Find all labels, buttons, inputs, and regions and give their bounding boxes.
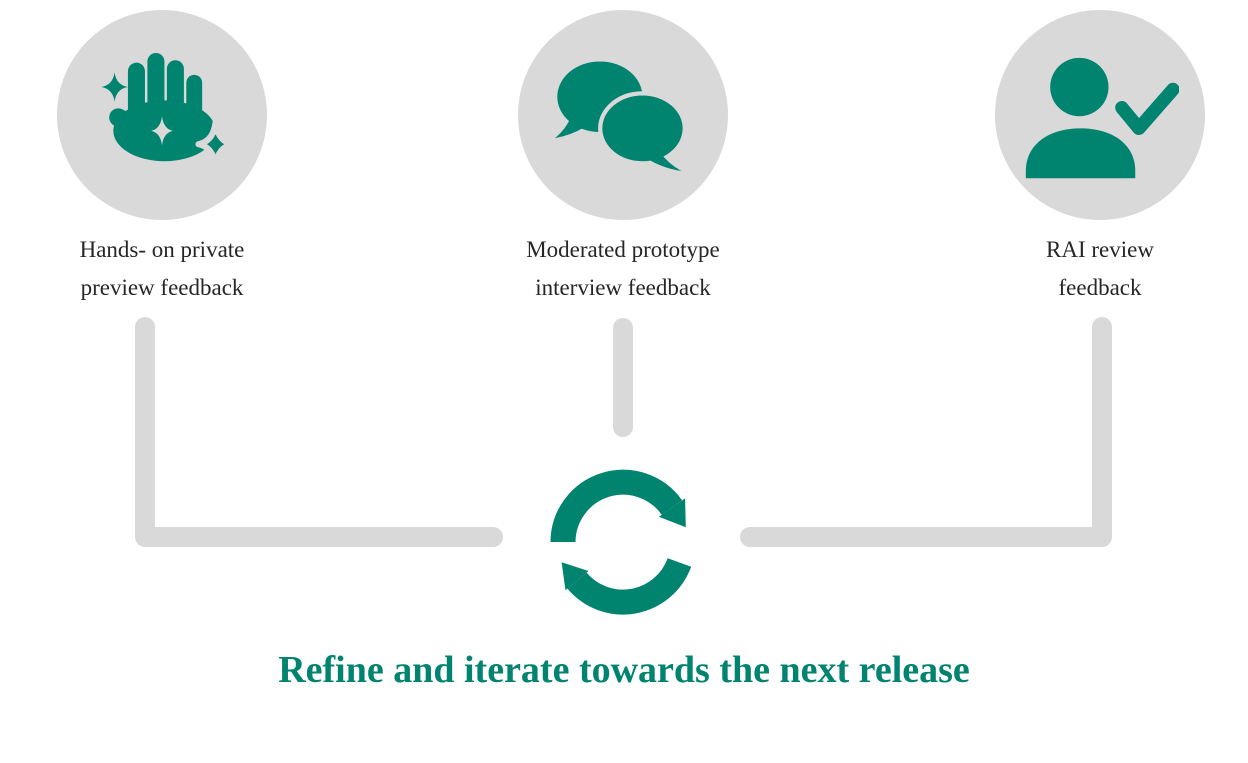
diagram-title: Refine and iterate towards the next rele…: [278, 649, 970, 691]
hand-sparkles-icon: [101, 52, 235, 170]
step-label-line: Hands- on private: [79, 237, 245, 262]
sync-arrows-icon: [538, 457, 708, 627]
step-circle-rai: [995, 10, 1205, 220]
step-label-line: interview feedback: [535, 275, 711, 300]
step-circle-hands-on: [57, 10, 267, 220]
step-label-line: feedback: [1058, 275, 1142, 300]
step-label-line: Moderated prototype: [526, 237, 720, 262]
step-label-line: RAI review: [1046, 237, 1154, 262]
connector-left: [135, 317, 503, 547]
step-label-hands-on: Hands- on private preview feedback: [12, 231, 312, 307]
person-check-icon: [1025, 57, 1179, 179]
sync-arrows-glyph: [550, 469, 692, 615]
chat-bubbles-icon: [554, 61, 687, 176]
connector-right: [740, 317, 1112, 547]
step-circle-moderated: [518, 10, 728, 220]
step-label-line: preview feedback: [80, 275, 244, 300]
step-label-rai: RAI review feedback: [950, 231, 1248, 307]
step-label-moderated: Moderated prototype interview feedback: [473, 231, 773, 307]
